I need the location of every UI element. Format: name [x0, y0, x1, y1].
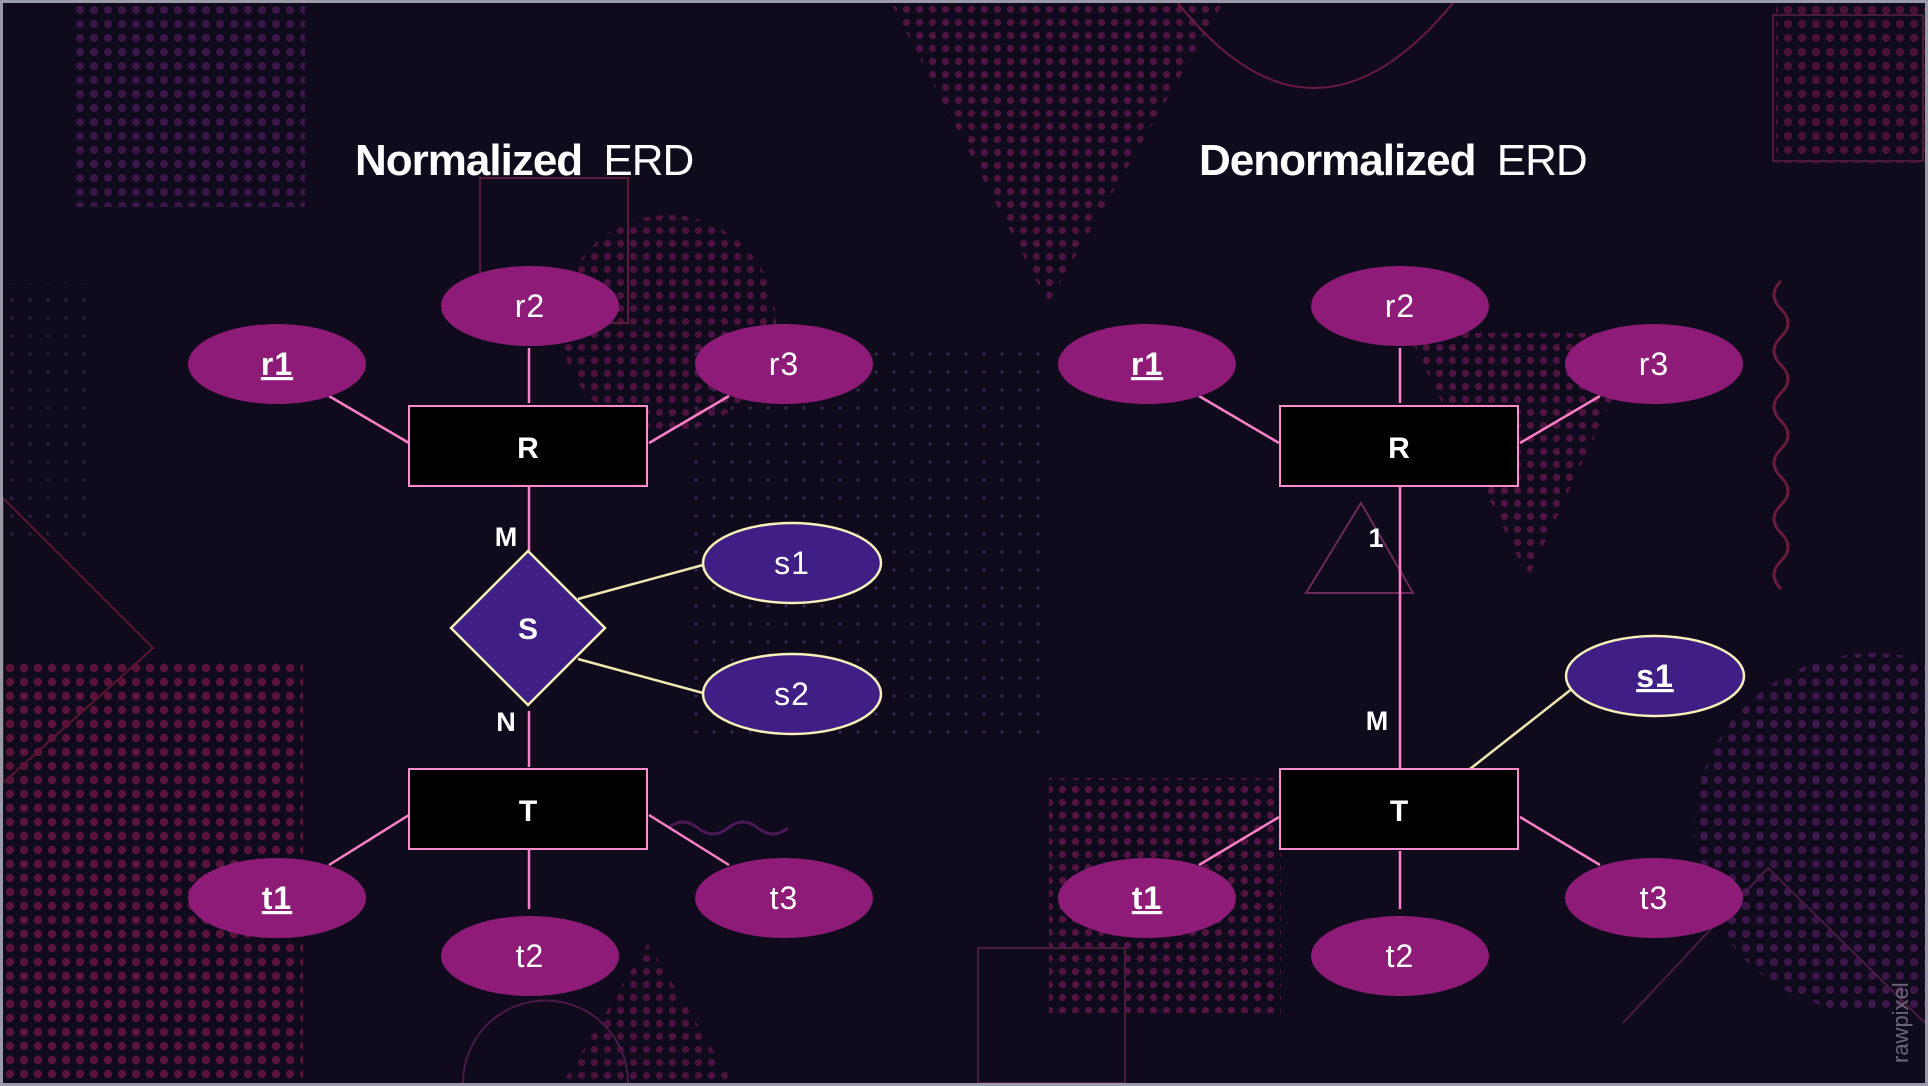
denormalized-attr-t2[interactable]: t2 — [1311, 916, 1489, 996]
normalized-entity-r-label: R — [517, 432, 539, 465]
normalized-erd: R T S M N r1 r2 r3 s1 — [188, 266, 883, 996]
denormalized-cardinality-bottom: M — [1366, 706, 1389, 736]
denormalized-cardinality-top: 1 — [1368, 523, 1383, 553]
denormalized-attr-r2[interactable]: r2 — [1311, 266, 1489, 346]
normalized-title-bold: Normalized — [355, 136, 582, 185]
watermark: rawpixel — [1888, 982, 1913, 1063]
connector-r1-r — [1198, 394, 1280, 445]
denormalized-entity-t[interactable]: T — [1279, 768, 1519, 850]
normalized-title-light: ERD — [603, 136, 693, 185]
normalized-attr-t3[interactable]: t3 — [695, 858, 873, 938]
denormalized-attr-t2-label: t2 — [1386, 938, 1415, 974]
erd-canvas: Normalized ERD Denormalized ERD R T — [3, 3, 1925, 1083]
normalized-relationship-s[interactable]: S — [449, 549, 607, 707]
connector-t3-t — [648, 813, 730, 867]
normalized-entity-t[interactable]: T — [408, 768, 648, 850]
denormalized-attr-r1-label: r1 — [1131, 346, 1163, 382]
normalized-attr-r1[interactable]: r1 — [188, 324, 366, 404]
normalized-attr-s1-label: s1 — [774, 545, 810, 581]
denormalized-erd: R T 1 M r1 r2 r3 s1 t1 t2 — [1058, 266, 1746, 996]
denormalized-attr-t3-label: t3 — [1640, 880, 1669, 916]
normalized-attr-s2-label: s2 — [774, 676, 810, 712]
denormalized-attr-t1[interactable]: t1 — [1058, 858, 1236, 938]
normalized-cardinality-top: M — [495, 522, 518, 552]
connector-t-s1 — [1469, 687, 1574, 770]
denormalized-attr-r1[interactable]: r1 — [1058, 324, 1236, 404]
connector-t1-t — [1198, 815, 1280, 867]
denormalized-title-light: ERD — [1497, 136, 1587, 185]
connector-r1-r — [328, 394, 410, 445]
normalized-attr-t3-label: t3 — [770, 880, 799, 916]
denormalized-attr-s1-label: s1 — [1636, 658, 1674, 694]
denormalized-entity-t-label: T — [1390, 795, 1408, 828]
normalized-attr-s2[interactable]: s2 — [701, 652, 883, 736]
denormalized-title-bold: Denormalized — [1199, 136, 1476, 185]
connector-t3-t — [1519, 815, 1601, 867]
denormalized-attr-r3[interactable]: r3 — [1565, 324, 1743, 404]
denormalized-entity-r-label: R — [1388, 432, 1410, 465]
denormalized-attr-s1[interactable]: s1 — [1564, 634, 1746, 718]
denormalized-attr-t1-label: t1 — [1132, 880, 1162, 916]
connector-r3-r — [648, 394, 730, 445]
denormalized-attr-r3-label: r3 — [1639, 346, 1669, 382]
normalized-entity-r[interactable]: R — [408, 405, 648, 487]
normalized-attr-r3-label: r3 — [769, 346, 799, 382]
normalized-attr-s1[interactable]: s1 — [701, 521, 883, 605]
connector-r3-r — [1519, 394, 1601, 445]
normalized-attr-r2[interactable]: r2 — [441, 266, 619, 346]
connector-s-s2 — [577, 657, 704, 695]
normalized-attr-t1[interactable]: t1 — [188, 858, 366, 938]
connector-t1-t — [328, 813, 410, 867]
normalized-attr-r2-label: r2 — [515, 288, 545, 324]
slide: Normalized ERD Denormalized ERD R T — [3, 3, 1925, 1083]
normalized-entity-t-label: T — [519, 795, 537, 828]
normalized-attr-t2-label: t2 — [516, 938, 545, 974]
connector-s-s1 — [577, 563, 704, 601]
denormalized-attr-r2-label: r2 — [1385, 288, 1415, 324]
normalized-relationship-s-label: S — [518, 613, 538, 646]
denormalized-title: Denormalized ERD — [1199, 136, 1587, 185]
normalized-attr-r1-label: r1 — [261, 346, 293, 382]
normalized-connectors — [328, 348, 730, 909]
denormalized-attr-t3[interactable]: t3 — [1565, 858, 1743, 938]
denormalized-entity-r[interactable]: R — [1279, 405, 1519, 487]
denormalized-connectors — [1198, 348, 1601, 909]
normalized-title: Normalized ERD — [355, 136, 693, 185]
normalized-attr-t1-label: t1 — [262, 880, 292, 916]
normalized-attr-t2[interactable]: t2 — [441, 916, 619, 996]
normalized-attr-r3[interactable]: r3 — [695, 324, 873, 404]
normalized-cardinality-bottom: N — [496, 707, 516, 737]
